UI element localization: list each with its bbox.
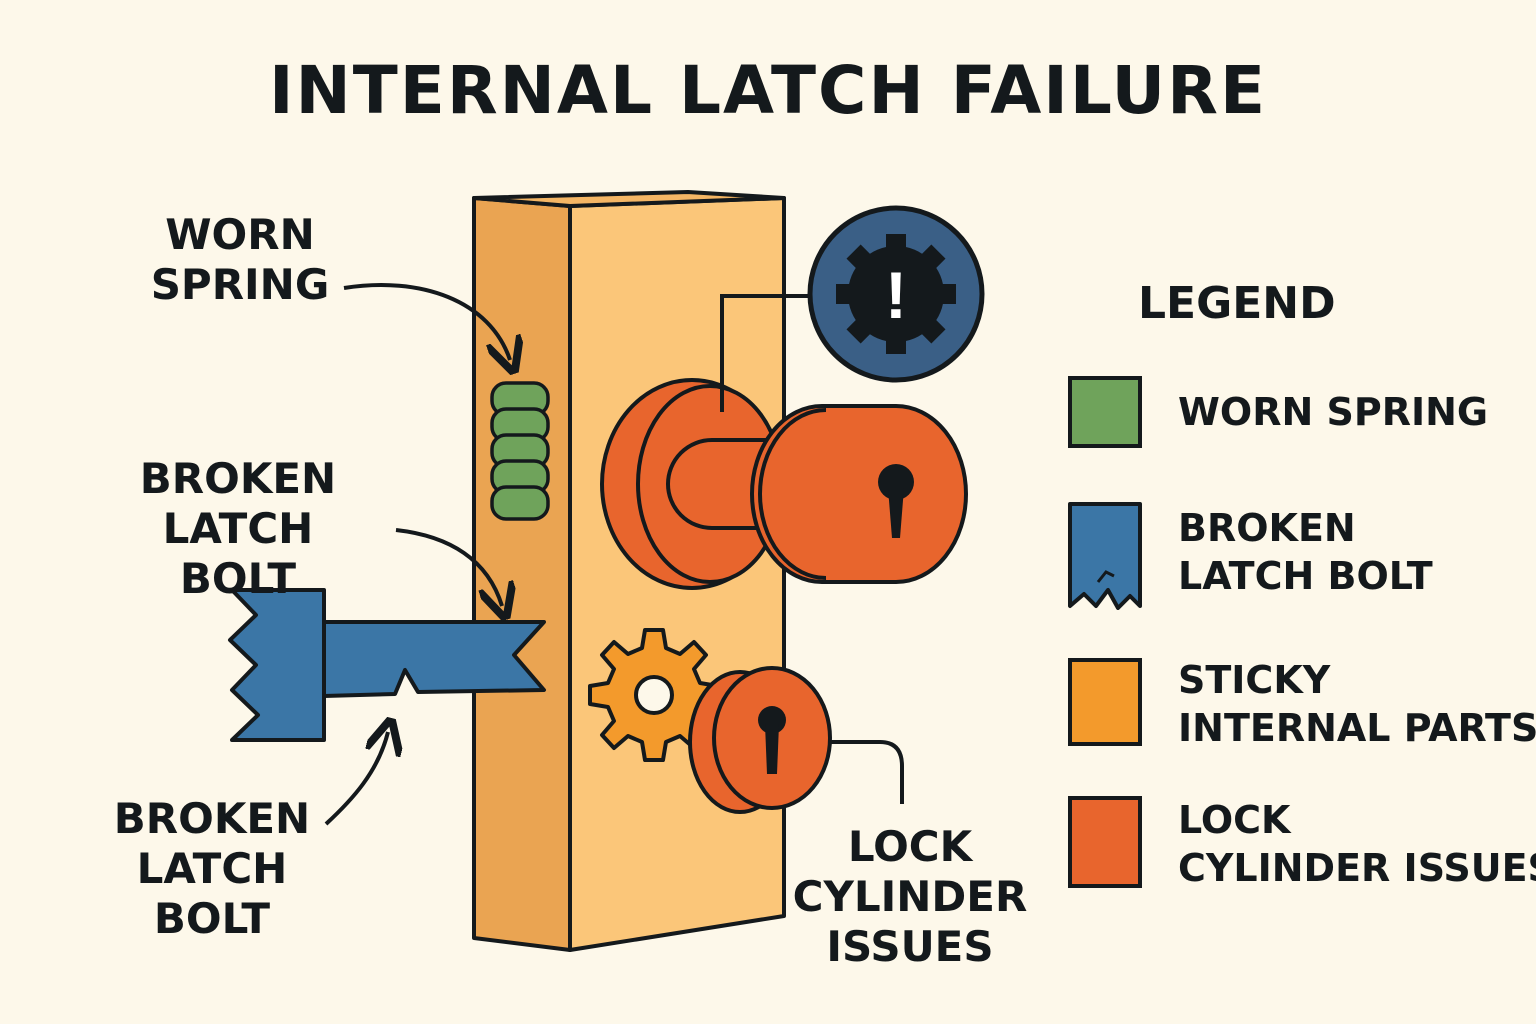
- legend-swatch: [1068, 376, 1142, 448]
- arrow-worn-spring: [343, 283, 510, 360]
- keyhole-icon: [878, 464, 914, 538]
- keyhole-icon: [758, 706, 786, 774]
- lock-cylinder-label: LOCK CYLINDER ISSUES: [792, 822, 1028, 971]
- spring-icon: [490, 381, 550, 521]
- warning-symbol: !: [885, 258, 907, 332]
- arrow-broken-bolt-top: [395, 528, 502, 606]
- broken-latch-bolt-label-top: BROKEN LATCH BOLT: [139, 454, 337, 603]
- page-title: INTERNAL LATCH FAILURE: [268, 52, 1268, 129]
- worn-spring-label: WORN SPRING: [150, 210, 330, 309]
- door-knob: [600, 378, 968, 590]
- broken-bolt-swatch: [1068, 502, 1142, 610]
- legend-label: STICKY INTERNAL PARTS: [1178, 658, 1536, 750]
- broken-latch-bolt-label-bottom: BROKEN LATCH BOLT: [113, 794, 311, 943]
- legend-swatch: [1068, 796, 1142, 888]
- gear-warning-icon: !: [807, 205, 985, 383]
- legend-label: LOCK CYLINDER ISSUES: [1178, 798, 1536, 890]
- legend-title: LEGEND: [1138, 278, 1336, 329]
- lock-cylinder: [688, 666, 832, 814]
- legend-label: WORN SPRING: [1178, 390, 1489, 434]
- gear-icon: [588, 628, 720, 762]
- legend-swatch: [1068, 658, 1142, 746]
- legend-label: BROKEN LATCH BOLT: [1178, 506, 1433, 598]
- arrow-broken-bolt-bottom: [324, 732, 388, 826]
- broken-bolt-icon: [228, 588, 546, 742]
